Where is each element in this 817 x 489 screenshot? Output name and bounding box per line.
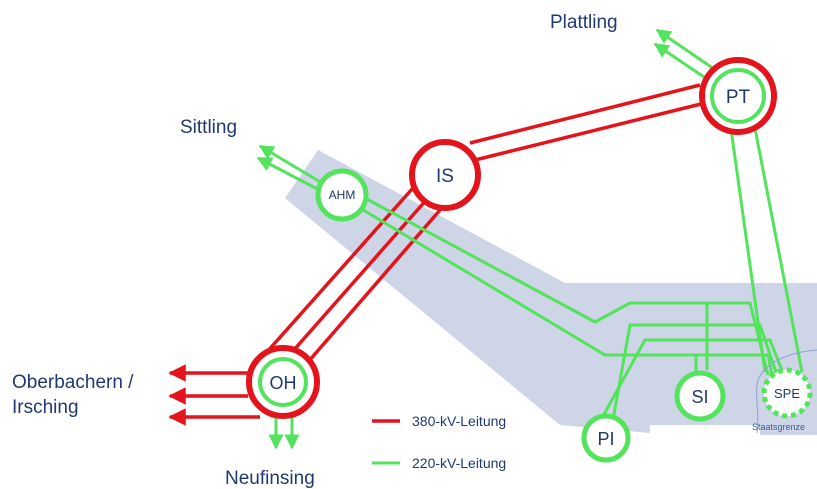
line-is-pt-a: [469, 83, 701, 145]
legend-label-380: 380-kV-Leitung: [412, 413, 506, 429]
line-pt-spe-1: [728, 121, 767, 373]
node-pi[interactable]: PI: [581, 413, 631, 463]
node-ahm-label: AHM: [329, 188, 356, 202]
line-oh-is-b: [276, 196, 430, 370]
state-border-label: Staatsgrenze: [752, 422, 805, 432]
state-border: [756, 349, 817, 434]
node-pi-label: PI: [597, 429, 614, 449]
place-oberbachern: Oberbachern /: [12, 372, 134, 393]
line-ahm-sittling-1: [258, 144, 323, 185]
node-oh[interactable]: OH: [246, 345, 320, 419]
line-ahm-east-upper: [362, 195, 770, 376]
place-neufinsing: Neufinsing: [225, 468, 315, 489]
node-spe-label: SPE: [774, 386, 800, 401]
node-si-label: SI: [691, 387, 708, 407]
lines-220kv: [256, 28, 804, 450]
node-is-label: IS: [436, 166, 454, 187]
node-spe[interactable]: SPE: [761, 367, 813, 419]
place-plattling: Plattling: [550, 12, 618, 33]
line-pt-plattling-1: [655, 28, 721, 75]
lines-380kv: [168, 83, 706, 426]
line-pt-plattling-2: [653, 42, 714, 85]
shaded-region: [285, 150, 817, 435]
place-sittling: Sittling: [180, 117, 237, 138]
legend-label-220: 220-kV-Leitung: [412, 455, 506, 471]
place-irsching: Irsching: [12, 397, 79, 418]
node-pt[interactable]: PT: [699, 57, 777, 135]
line-is-pt-b: [474, 101, 706, 162]
node-ahm[interactable]: AHM: [315, 168, 369, 222]
line-ahm-sittling-2: [256, 156, 326, 195]
node-oh-label: OH: [270, 373, 297, 393]
line-pi-to-east: [611, 323, 779, 421]
node-is[interactable]: IS: [409, 139, 481, 211]
node-si[interactable]: SI: [674, 370, 726, 422]
line-oh-is-c: [293, 208, 442, 379]
line-oh-is-a: [256, 186, 415, 364]
node-pt-label: PT: [726, 87, 751, 108]
line-pt-spe-2: [751, 117, 804, 373]
legend: 380-kV-Leitung 220-kV-Leitung: [372, 413, 506, 471]
